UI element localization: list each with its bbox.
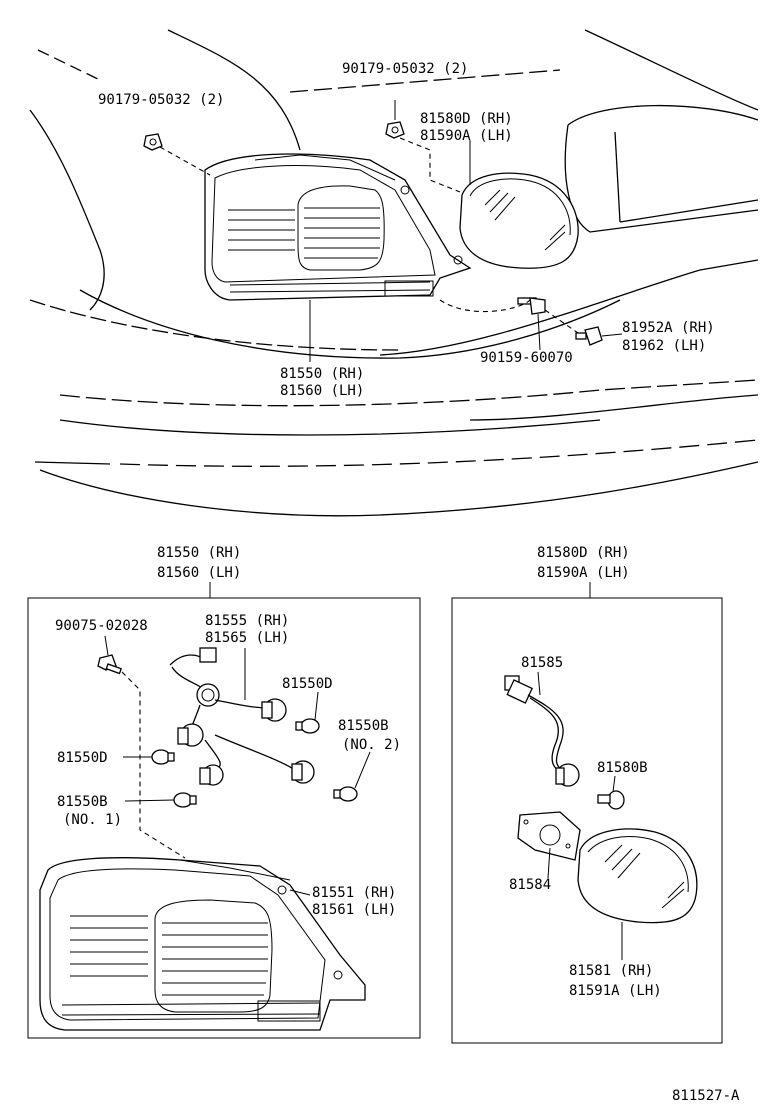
- bolt-icon: [97, 654, 122, 675]
- lens-label-rh: 81551 (RH): [312, 885, 396, 901]
- bulb-b1-label: 81550B: [57, 794, 108, 810]
- side-lens-icon: [577, 828, 698, 924]
- bulb-b2-sub-label: (NO. 2): [342, 737, 401, 753]
- side-bulb-icon: [597, 790, 625, 810]
- side-lamp-label-lh: 81590A (LH): [420, 128, 513, 144]
- socket-wire-label-rh: 81555 (RH): [205, 613, 289, 629]
- screw-icon: [517, 297, 546, 315]
- bulb-b1-icon: [173, 792, 197, 808]
- bolt-part-label: 90075-02028: [55, 618, 148, 634]
- top-leader-lines: [159, 100, 623, 362]
- right-panel-title-rh: 81580D (RH): [537, 545, 630, 561]
- side-lamp-label-rh: 81580D (RH): [420, 111, 513, 127]
- figure-id: 811527-A: [672, 1088, 740, 1104]
- left-panel-frame: [27, 597, 421, 1039]
- clip-right-icon: [385, 121, 405, 139]
- right-panel-title-lh: 81590A (LH): [537, 565, 630, 581]
- rear-lamp-lens-housing: [39, 857, 366, 1031]
- bulb-d-right-icon: [295, 718, 320, 734]
- plug-label-rh: 81952A (RH): [622, 320, 715, 336]
- bulb-d-right-label: 81550D: [282, 676, 333, 692]
- plug-icon: [575, 326, 603, 346]
- socket-wire-harness: [169, 647, 315, 786]
- side-socket-harness: [504, 675, 580, 787]
- screw-part-label: 90159-60070: [480, 350, 573, 366]
- gasket-icon: [517, 811, 581, 861]
- rear-lamp-label-rh: 81550 (RH): [280, 366, 364, 382]
- right-panel-frame: [451, 597, 723, 1044]
- rear-lamp-assembly-top: [204, 153, 472, 301]
- clip-right-part-label: 90179-05032 (2): [342, 61, 468, 77]
- side-lens-label-lh: 81591A (LH): [569, 983, 662, 999]
- bulb-b2-label: 81550B: [338, 718, 389, 734]
- clip-left-icon: [143, 133, 163, 151]
- bulb-b1-sub-label: (NO. 1): [63, 812, 122, 828]
- socket-wire-label-lh: 81565 (LH): [205, 630, 289, 646]
- plug-label-lh: 81962 (LH): [622, 338, 706, 354]
- gasket-label: 81584: [509, 877, 551, 893]
- bolt-assembly-line: [121, 671, 186, 859]
- bulb-d-left-label: 81550D: [57, 750, 108, 766]
- left-panel-title-lh: 81560 (LH): [157, 565, 241, 581]
- bulb-d-left-icon: [151, 749, 175, 765]
- clip-left-part-label: 90179-05032 (2): [98, 92, 224, 108]
- rear-lamp-label-lh: 81560 (LH): [280, 383, 364, 399]
- vehicle-body-outline: [29, 29, 759, 517]
- socket-label: 81585: [521, 655, 563, 671]
- side-bulb-label: 81580B: [597, 760, 648, 776]
- bulb-b2-icon: [333, 786, 358, 802]
- side-lens-label-rh: 81581 (RH): [569, 963, 653, 979]
- side-marker-lamp-top: [459, 172, 579, 269]
- left-panel-title-rh: 81550 (RH): [157, 545, 241, 561]
- lens-label-lh: 81561 (LH): [312, 902, 396, 918]
